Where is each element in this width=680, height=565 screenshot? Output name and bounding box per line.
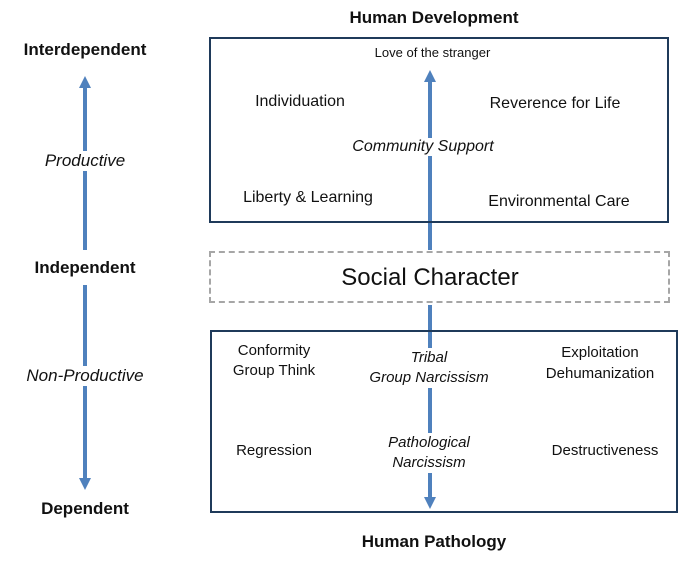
love-of-the-stranger: Love of the stranger [360,45,505,60]
tribal-label: Tribal [410,349,448,366]
exploitation-dehumanization: Exploitation Dehumanization [525,342,675,384]
pathology-box [210,330,678,513]
social-character: Social Character [330,264,530,292]
development-box [209,37,669,223]
axis-label-independent: Independent [5,258,165,278]
conformity-group-think: Conformity Group Think [215,341,333,381]
axis-label-non-productive: Non-Productive [5,366,165,386]
pathological-narcissism: Pathological Narcissism [354,433,504,473]
regression: Regression [236,442,312,459]
reverence-for-life: Reverence for Life [489,95,621,112]
narcissism-label: Narcissism [392,454,466,471]
pathology-title: Human Pathology [361,532,507,551]
pathological-label: Pathological [388,434,470,451]
individuation: Individuation [255,93,345,110]
axis-label-interdependent: Interdependent [5,40,165,60]
development-title: Human Development [349,8,519,27]
social-character-box [209,251,670,303]
exploitation-label: Exploitation [561,344,639,361]
axis-label-productive: Productive [5,151,165,171]
community-support: Community Support [340,138,506,156]
group-think-label: Group Think [232,362,316,379]
group-narcissism-label: Group Narcissism [369,369,489,386]
dehumanization-label: Dehumanization [545,365,655,382]
tribal-group-narcissism: Tribal Group Narcissism [354,348,504,388]
environmental-care: Environmental Care [488,193,630,210]
conformity-label: Conformity [237,342,311,359]
axis-label-dependent: Dependent [41,499,129,518]
liberty-and-learning: Liberty & Learning [243,189,373,206]
destructiveness: Destructiveness [551,442,659,459]
